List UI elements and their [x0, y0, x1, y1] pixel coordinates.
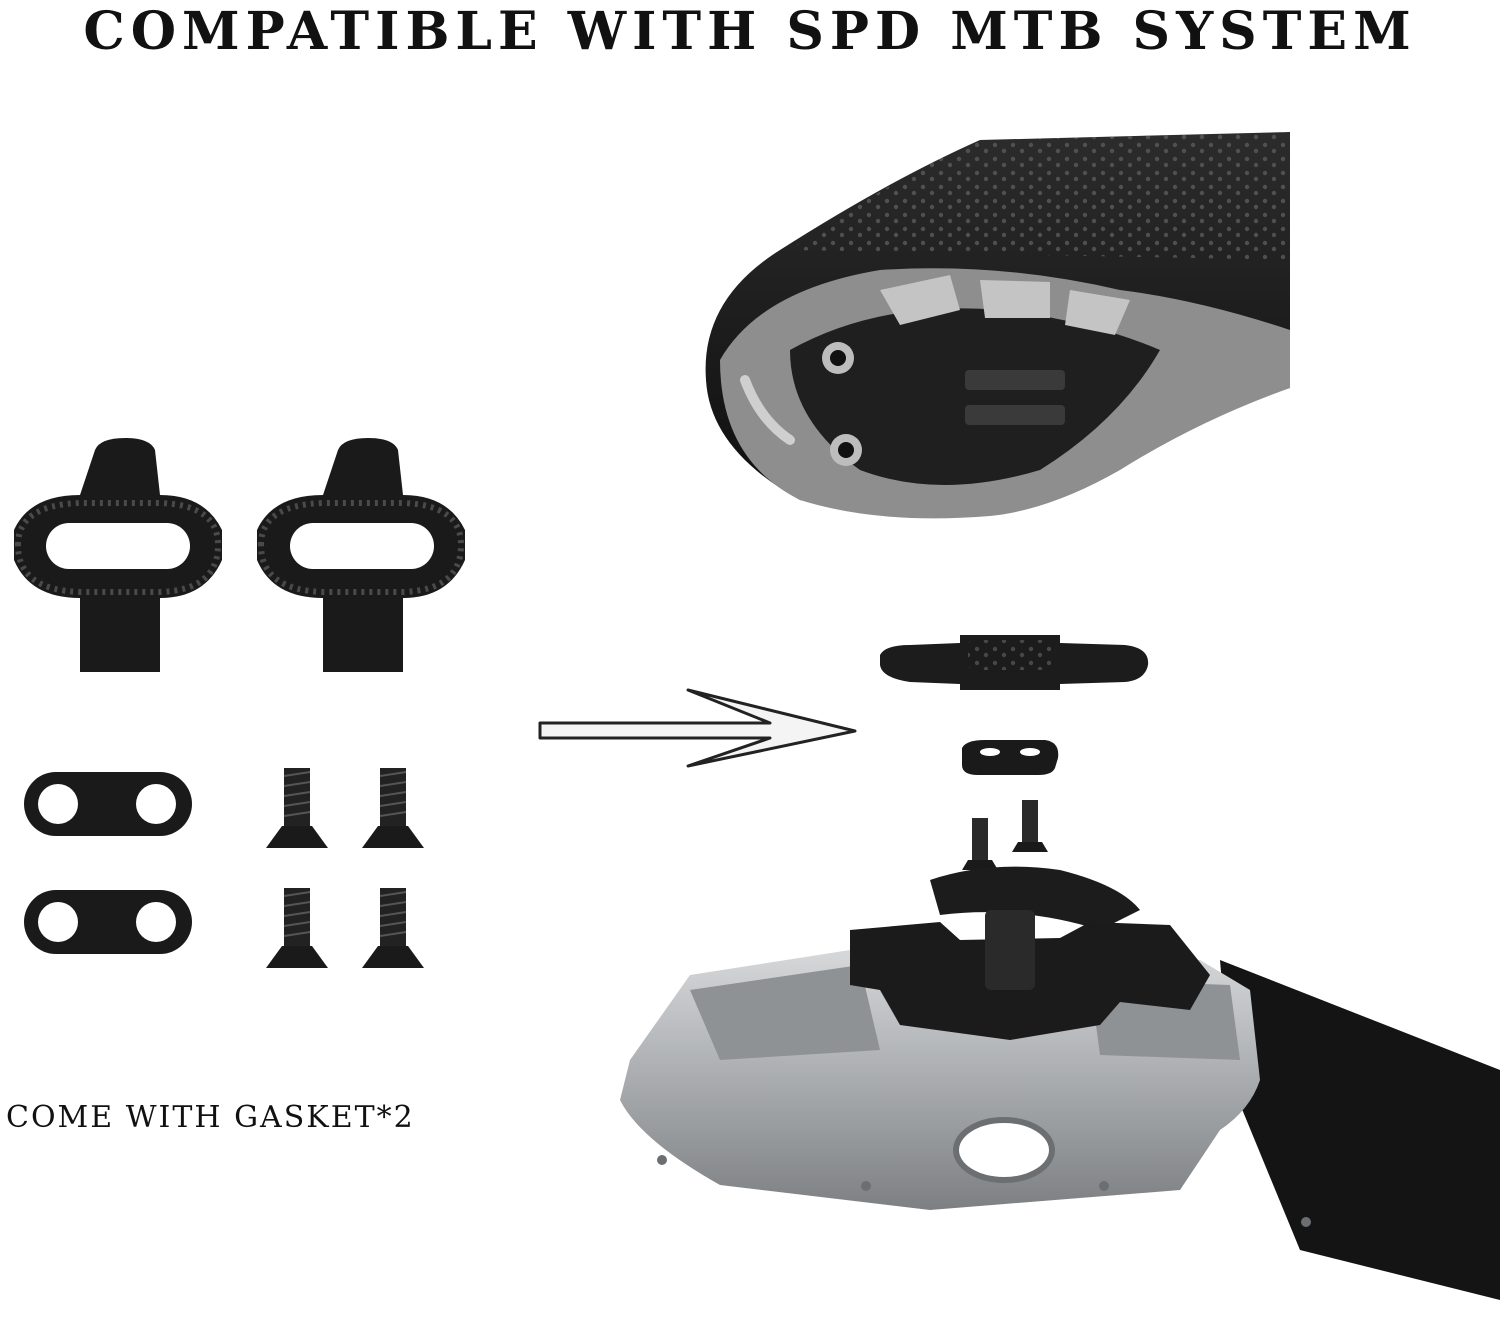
page-title: COMPATIBLE WITH SPD MTB SYSTEM — [83, 1, 1417, 62]
bolt-icon — [362, 768, 424, 848]
cleat-exploded-image — [880, 635, 1149, 690]
shoe-sole-image — [705, 132, 1290, 519]
cleat-icon — [14, 438, 222, 672]
bolt-icon — [266, 768, 328, 848]
gasket-exploded-image — [962, 740, 1059, 775]
gasket-icon — [24, 772, 192, 836]
bolt-icon — [362, 888, 424, 968]
bolt-icon — [266, 888, 328, 968]
gasket-icon — [24, 890, 192, 954]
pedal-image — [620, 800, 1500, 1300]
right-arrow-icon — [538, 688, 857, 768]
cleat-icon — [257, 438, 465, 672]
gasket-note: COME WITH GASKET*2 — [6, 1100, 415, 1135]
